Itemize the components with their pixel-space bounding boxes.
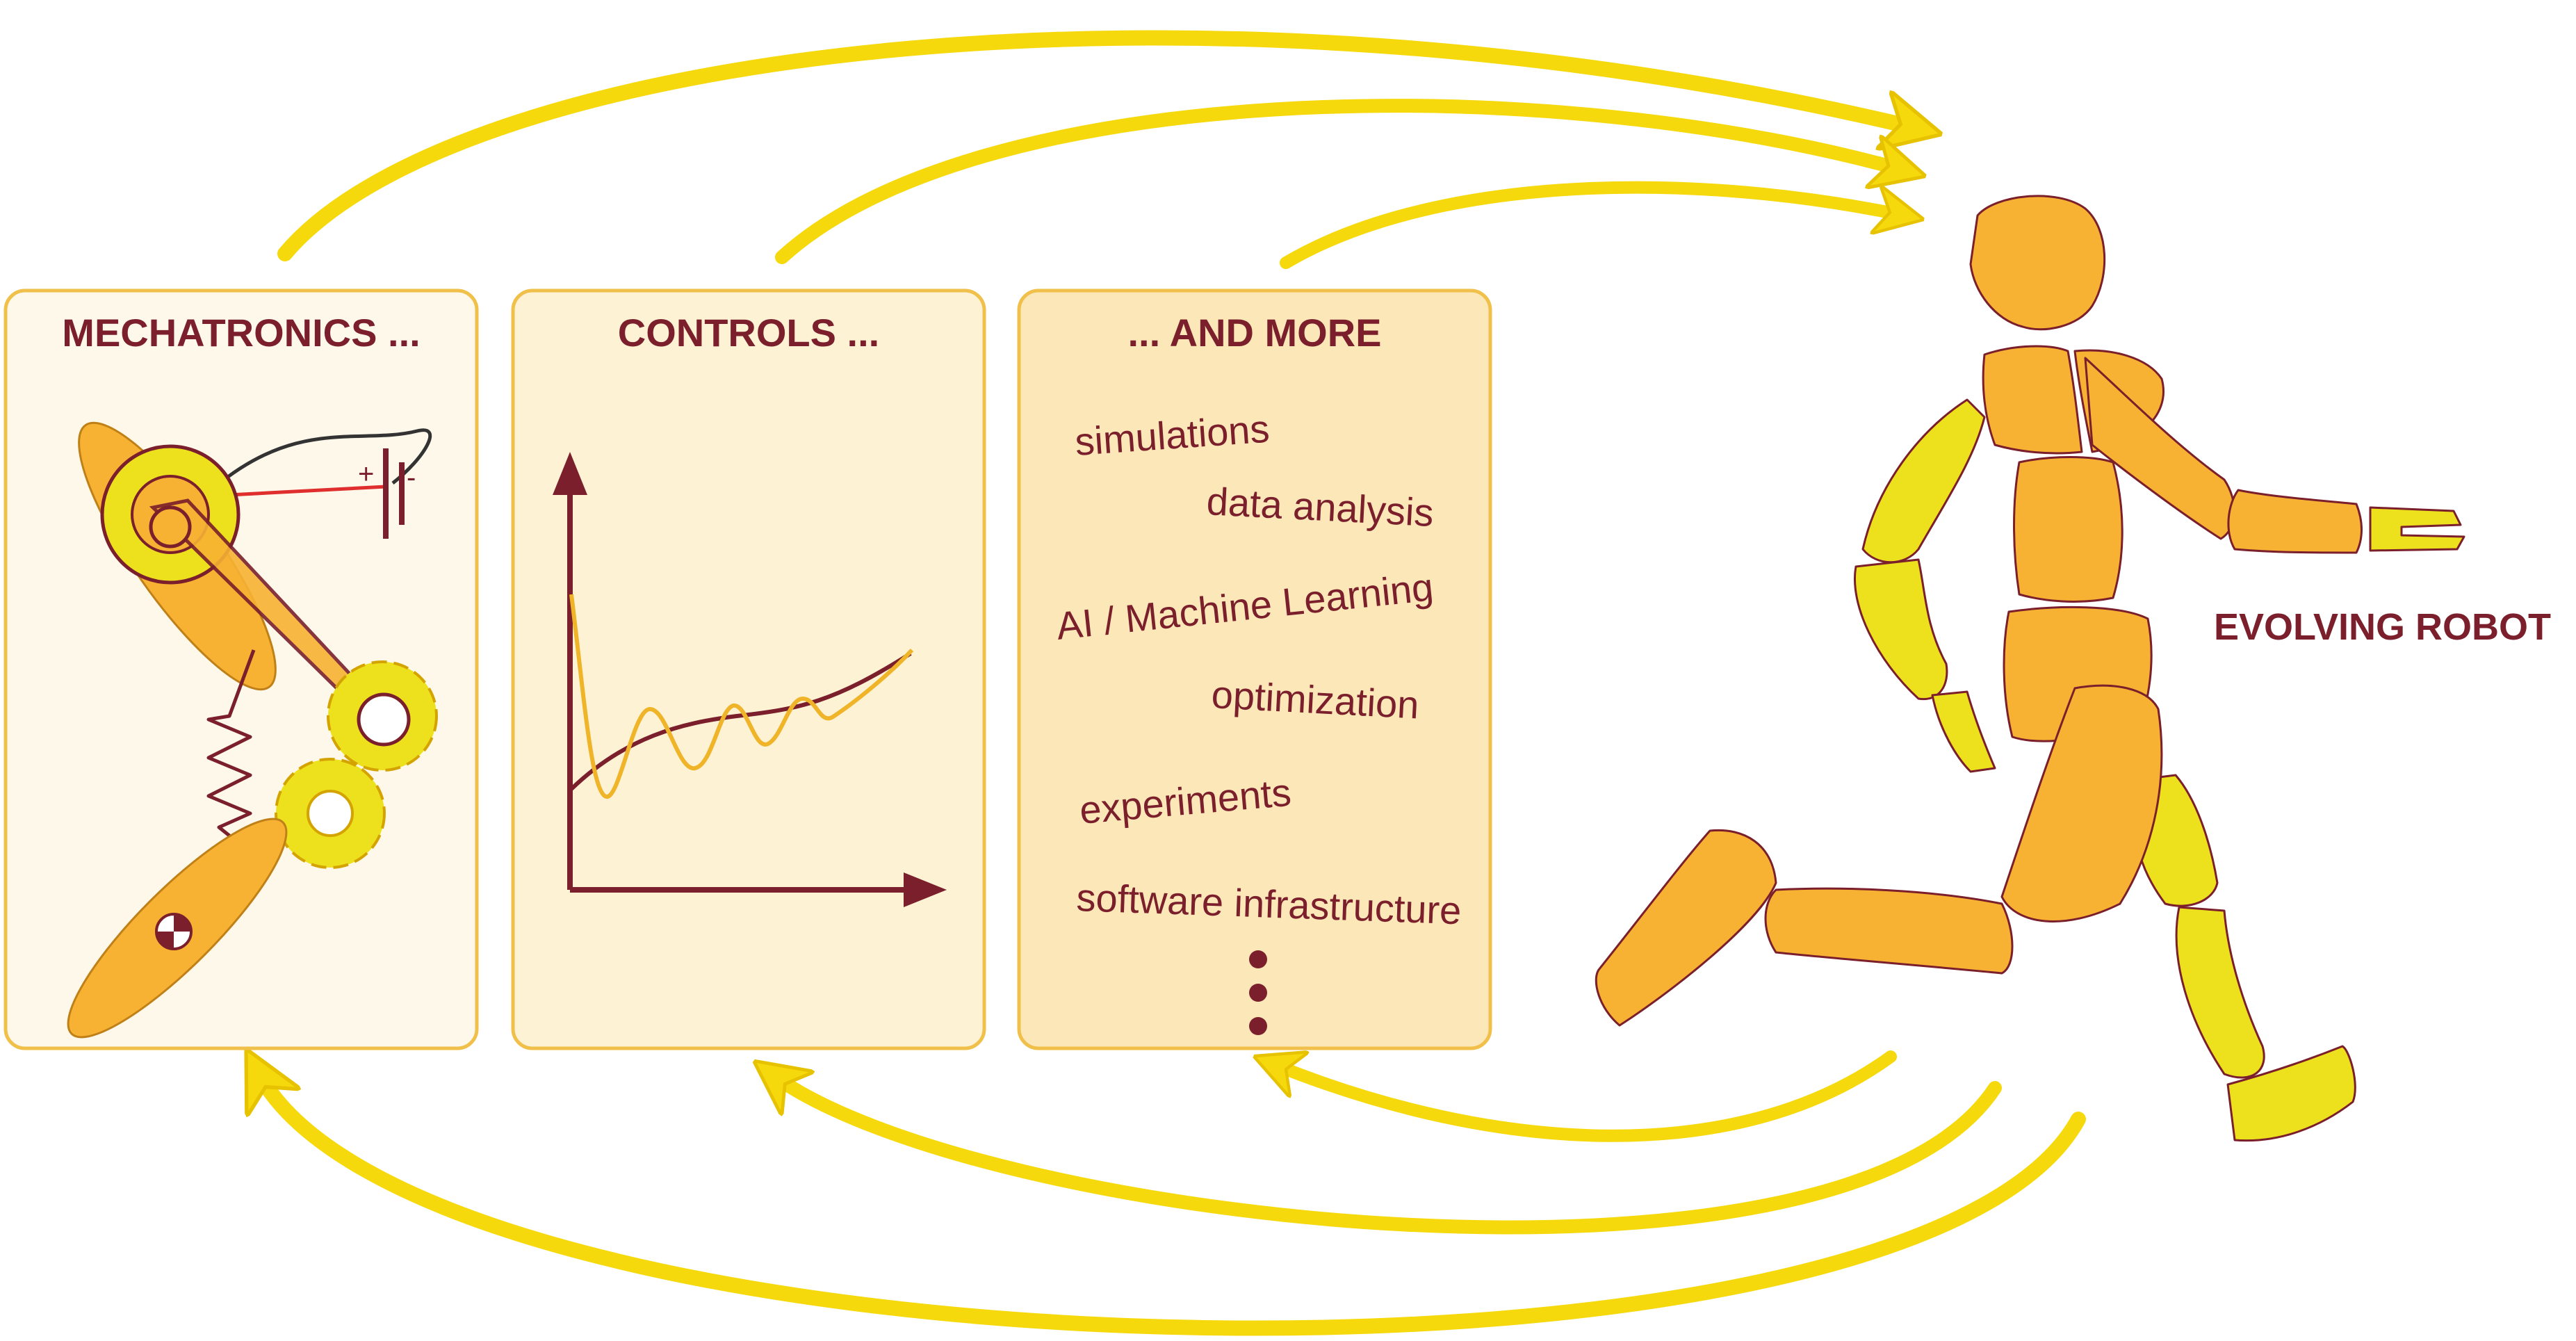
panel-title-and-more: ... AND MORE	[1127, 311, 1381, 355]
battery-icon: + -	[358, 448, 416, 539]
robot-front-hand	[2369, 506, 2465, 552]
robot-back-forearm	[1854, 558, 1948, 701]
arrow-controls-to-robot	[775, 99, 1905, 264]
robot-back-shin	[2175, 906, 2265, 1079]
robot-waist	[2013, 456, 2123, 603]
robot-front-forearm	[2227, 489, 2363, 554]
robot-front-thigh	[2000, 684, 2163, 923]
panel-and-more: ... AND MORE simulations data analysis A…	[1017, 288, 1492, 1050]
mechatronics-illustration: + -	[67, 421, 438, 1039]
gear-icon	[275, 758, 386, 869]
svg-text:+: +	[358, 459, 374, 489]
panel-mechatronics: MECHATRONICS ... + -	[3, 288, 479, 1050]
ellipsis-dots-icon	[1249, 950, 1267, 1035]
feedback-arrows-return	[257, 1057, 2086, 1336]
robot-front-foot	[1595, 829, 1777, 1027]
arrow-robot-to-more	[1272, 1057, 1897, 1142]
panel-controls: CONTROLS ...	[511, 288, 986, 1050]
robot-back-upper-arm	[1861, 398, 1986, 564]
arrow-more-to-robot	[1280, 181, 1905, 269]
robot-figure	[1595, 195, 2465, 1142]
spring-icon	[206, 649, 256, 843]
panel-title-controls: CONTROLS ...	[618, 311, 879, 355]
svg-text:-: -	[407, 462, 416, 493]
robot-chest-left	[1982, 345, 2083, 455]
robot-head	[1969, 195, 2106, 331]
robot-back-hand	[1931, 690, 1996, 773]
robot-front-shin	[1764, 887, 2014, 975]
arrow-robot-to-controls	[772, 1074, 2002, 1235]
feedback-arrows-forward	[277, 30, 1918, 269]
step-response-plot	[553, 452, 947, 907]
gear-icon	[327, 660, 438, 772]
panel-title-mechatronics: MECHATRONICS ...	[62, 311, 420, 355]
y-axis-arrow-icon	[553, 452, 587, 495]
x-axis-arrow-icon	[904, 872, 947, 907]
robot-back-foot	[2226, 1045, 2356, 1142]
robot-label: EVOLVING ROBOT	[2214, 606, 2551, 648]
arrow-mechatronics-to-robot	[277, 30, 1918, 261]
reference-curve	[569, 651, 912, 791]
list-item: optimization	[1210, 672, 1420, 727]
response-curve	[569, 594, 914, 799]
arrow-robot-to-mechatronics	[257, 1071, 2086, 1336]
center-of-mass-icon	[155, 913, 193, 950]
